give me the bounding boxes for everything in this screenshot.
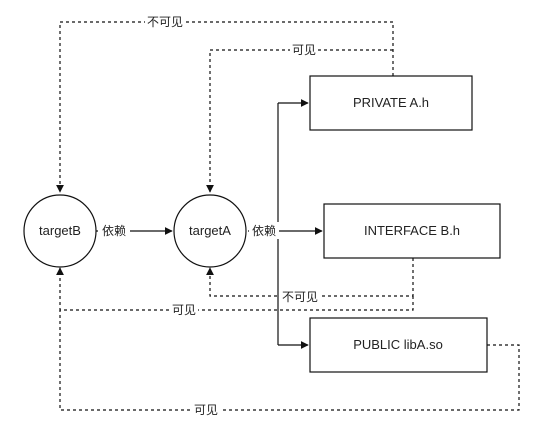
node-labels: targetB targetA PRIVATE A.h INTERFACE B.… — [39, 95, 460, 352]
edge-labels: 依赖 依赖 不可见 可见 不可见 可见 可见 — [102, 15, 318, 417]
edge-label-public-visible-to-b: 可见 — [194, 403, 218, 417]
node-private-header-label: PRIVATE A.h — [353, 95, 429, 110]
label-bg-private-not-visible-to-b — [145, 14, 185, 30]
edge-label-private-not-visible-to-b: 不可见 — [147, 15, 183, 29]
edge-interface-visible-to-targetb — [56, 267, 414, 311]
label-bg-b-depends-on-a — [98, 222, 130, 239]
edge-label-a-depends-on-files: 依赖 — [252, 223, 276, 238]
label-bg-a-depends-on-files — [249, 222, 279, 239]
edge-label-interface-not-visible-to-a: 不可见 — [282, 290, 318, 304]
node-targeta-shape — [173, 194, 247, 268]
node-public-lib-shape — [309, 317, 488, 373]
label-bg-public-visible-to-b — [192, 402, 220, 418]
edge-label-private-visible-to-a: 可见 — [292, 43, 316, 57]
edge-public-visible-to-targetb — [59, 310, 520, 411]
label-bg-interface-visible-to-b — [170, 302, 198, 318]
node-interface-header-label: INTERFACE B.h — [364, 223, 460, 238]
edge-label-backgrounds — [98, 14, 320, 418]
node-interface-header-shape — [323, 203, 501, 259]
edge-label-interface-visible-to-b: 可见 — [172, 303, 196, 317]
label-bg-private-visible-to-a — [290, 42, 318, 58]
nodes — [23, 75, 501, 373]
label-bg-interface-not-visible-to-a — [280, 289, 320, 304]
node-targetb-label: targetB — [39, 223, 81, 238]
node-public-lib-label: PUBLIC libA.so — [353, 337, 443, 352]
node-private-header-shape — [309, 75, 473, 131]
edge-private-visible-to-targeta — [206, 49, 393, 193]
node-targeta-label: targetA — [189, 223, 231, 238]
node-targetb-shape — [23, 194, 97, 268]
edge-private-not-visible-to-targetb — [56, 21, 394, 193]
edge-label-b-depends-on-a: 依赖 — [102, 223, 126, 238]
